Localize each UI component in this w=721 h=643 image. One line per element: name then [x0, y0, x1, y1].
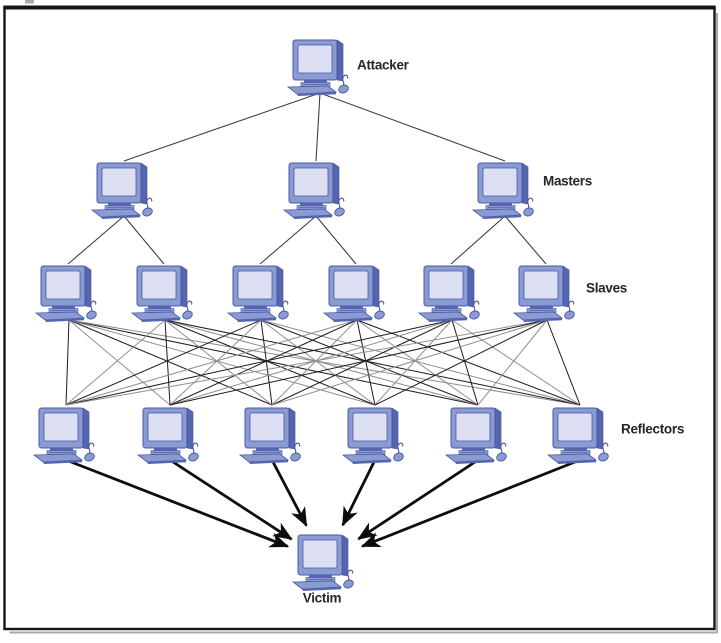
slaves-computer-icon: [323, 265, 387, 322]
edge-slaves-reflectors-mesh: [260, 319, 376, 406]
edge-slaves-reflectors-mesh: [65, 319, 166, 406]
attack-arrow-reflectors-victim: [341, 459, 377, 527]
slaves-computer-icon: [418, 265, 482, 322]
edge-slaves-reflectors-mesh: [260, 319, 581, 406]
edge-masters-slaves: [504, 215, 547, 265]
reflectors-computer-icon: [445, 407, 509, 464]
edge-slaves-reflectors-mesh: [169, 319, 262, 406]
victim-computer-icon: [292, 534, 356, 591]
reflectors-computer-icon: [239, 407, 303, 464]
edge-slaves-reflectors-mesh: [451, 319, 479, 406]
edge-slaves-reflectors-mesh: [68, 319, 273, 406]
attack-arrow-reflectors-victim: [360, 458, 581, 548]
attack-arrow-reflectors-victim: [270, 459, 308, 527]
edge-slaves-reflectors-mesh: [260, 319, 479, 406]
edge-slaves-reflectors-mesh: [164, 319, 171, 406]
label-attacker: Attacker: [357, 58, 410, 73]
slaves-computer-icon: [513, 265, 577, 322]
edge-slaves-reflectors-mesh: [374, 319, 453, 406]
masters-computer-icon: [472, 162, 536, 219]
reflectors-computer-icon: [33, 407, 97, 464]
edge-slaves-reflectors-mesh: [164, 319, 479, 406]
cropped-caption-mark: [25, 0, 34, 4]
edge-slaves-reflectors-mesh: [271, 319, 548, 406]
edge-slaves-reflectors-mesh: [164, 319, 376, 406]
edge-attacker-masters: [123, 92, 321, 162]
edge-masters-slaves: [123, 215, 165, 265]
edge-slaves-reflectors-mesh: [356, 319, 479, 406]
edge-slaves-reflectors-mesh: [546, 319, 581, 406]
edge-slaves-reflectors-mesh: [356, 319, 581, 406]
edge-slaves-reflectors-mesh: [68, 319, 376, 406]
edge-slaves-reflectors-mesh: [169, 319, 358, 406]
edge-slaves-reflectors-mesh: [65, 319, 358, 406]
edge-slaves-reflectors-mesh: [477, 319, 548, 406]
label-slaves: Slaves: [586, 281, 627, 296]
edge-masters-slaves: [450, 215, 506, 265]
reflectors-computer-icon: [342, 407, 406, 464]
masters-computer-icon: [91, 162, 155, 219]
label-reflectors: Reflectors: [621, 422, 684, 437]
edge-slaves-reflectors-mesh: [451, 319, 581, 406]
label-masters: Masters: [543, 174, 592, 189]
edge-slaves-reflectors-mesh: [271, 319, 358, 406]
edge-attacker-masters: [319, 92, 506, 162]
edge-masters-slaves: [315, 215, 357, 265]
figure-border-top-band: [3, 5, 716, 10]
edge-masters-slaves: [259, 215, 317, 265]
slaves-computer-icon: [35, 265, 99, 322]
attack-arrow-reflectors-victim: [169, 458, 293, 541]
edge-slaves-reflectors-mesh: [260, 319, 273, 406]
edge-attacker-masters: [315, 92, 321, 162]
edge-slaves-reflectors-mesh: [68, 319, 479, 406]
attacker-computer-icon: [287, 39, 351, 96]
slaves-computer-icon: [131, 265, 195, 322]
reflectors-computer-icon: [137, 407, 201, 464]
attack-arrow-reflectors-victim: [65, 458, 290, 548]
edge-layer: [65, 92, 581, 548]
edge-slaves-reflectors-mesh: [65, 319, 262, 406]
attack-arrow-reflectors-victim: [357, 458, 479, 541]
edge-slaves-reflectors-mesh: [68, 319, 581, 406]
edge-slaves-reflectors-mesh: [169, 319, 548, 406]
edge-slaves-reflectors-mesh: [65, 319, 453, 406]
reflectors-computer-icon: [547, 407, 611, 464]
edge-slaves-reflectors-mesh: [65, 319, 70, 406]
edge-masters-slaves: [67, 215, 125, 265]
edge-slaves-reflectors-mesh: [68, 319, 171, 406]
edge-slaves-reflectors-mesh: [271, 319, 453, 406]
edge-slaves-reflectors-mesh: [356, 319, 376, 406]
edge-slaves-reflectors-mesh: [374, 319, 548, 406]
edge-slaves-reflectors-mesh: [164, 319, 581, 406]
slaves-computer-icon: [227, 265, 291, 322]
edge-slaves-reflectors-mesh: [65, 319, 548, 406]
masters-computer-icon: [283, 162, 347, 219]
label-victim: Victim: [303, 591, 342, 606]
edge-slaves-reflectors-mesh: [169, 319, 453, 406]
edge-slaves-reflectors-mesh: [164, 319, 273, 406]
